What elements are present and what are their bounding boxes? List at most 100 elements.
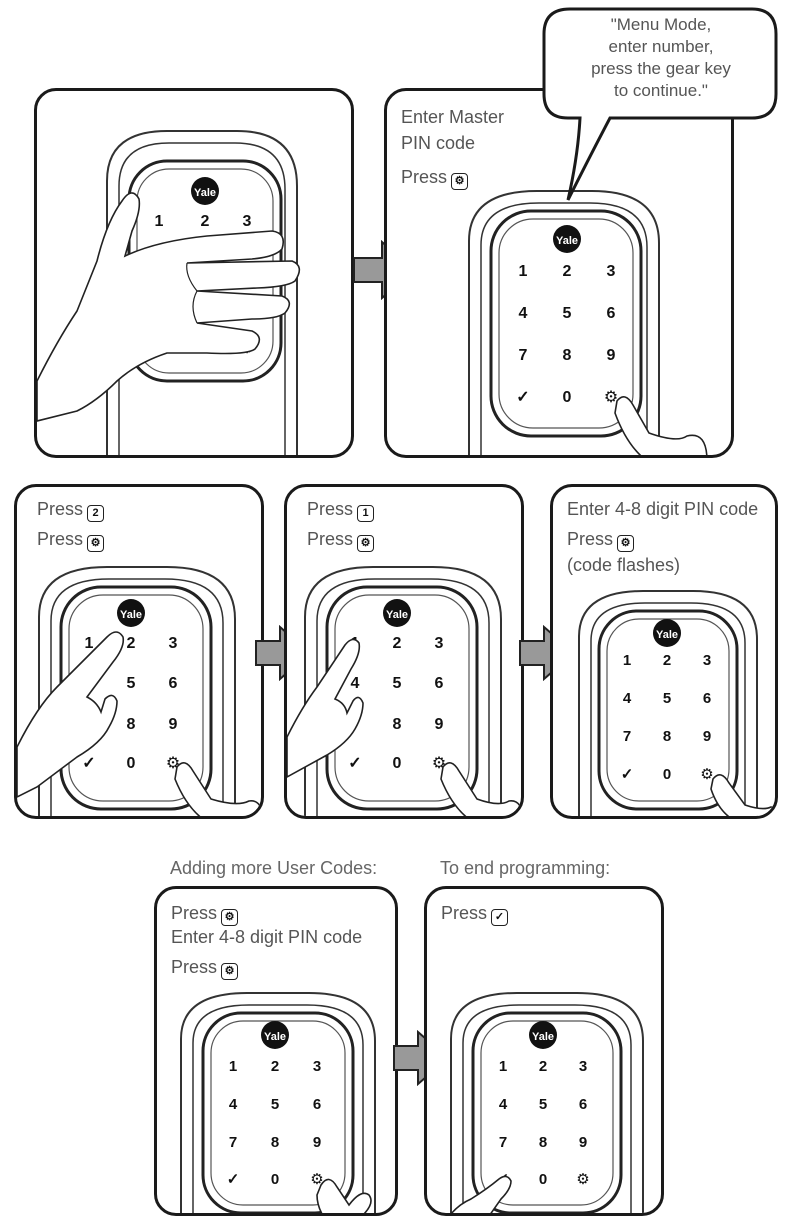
svg-text:9: 9	[579, 1134, 587, 1151]
svg-text:3: 3	[243, 213, 252, 230]
svg-text:✓: ✓	[82, 755, 95, 772]
step-2-line-1: Enter Master	[401, 107, 505, 127]
step-2-press-line: Press⚙	[401, 165, 469, 190]
svg-text:4: 4	[519, 305, 528, 322]
svg-text:6: 6	[607, 305, 616, 322]
svg-text:8: 8	[663, 728, 671, 745]
svg-text:7: 7	[519, 347, 528, 364]
svg-text:1: 1	[229, 1058, 237, 1075]
svg-text:9: 9	[169, 716, 178, 733]
svg-text:0: 0	[271, 1171, 279, 1188]
svg-text:1: 1	[155, 213, 164, 230]
svg-text:3: 3	[169, 635, 178, 652]
press-label: Press	[567, 529, 614, 549]
svg-text:1: 1	[499, 1058, 507, 1075]
svg-text:⚙: ⚙	[310, 1170, 323, 1188]
svg-text:5: 5	[271, 1096, 279, 1113]
svg-text:3: 3	[703, 652, 711, 669]
svg-text:Yale: Yale	[194, 187, 216, 199]
svg-text:2: 2	[127, 635, 136, 652]
svg-text:2: 2	[393, 635, 402, 652]
end-programming-panel: Yale 123 456 789 ✓0⚙ Press✓	[424, 886, 664, 1216]
press-label: Press	[37, 529, 84, 549]
svg-text:2: 2	[563, 263, 572, 280]
step-5-press-line: Press⚙	[567, 527, 635, 552]
svg-text:Yale: Yale	[556, 235, 578, 247]
step-1-panel: Yale 1 2 3 0 ⚙	[34, 88, 354, 458]
gear-key-icon: ⚙	[221, 909, 239, 926]
step-2-line-2: PIN code	[401, 133, 476, 153]
press-label: Press	[401, 167, 448, 187]
svg-text:2: 2	[539, 1058, 547, 1075]
bubble-line-1: "Menu Mode,	[610, 15, 712, 34]
svg-text:✓: ✓	[348, 755, 361, 772]
svg-text:1: 1	[85, 635, 94, 652]
svg-text:⚙: ⚙	[576, 1170, 589, 1188]
svg-text:4: 4	[351, 675, 360, 692]
svg-text:7: 7	[623, 728, 631, 745]
press-label: Press	[441, 903, 488, 923]
lock-with-hand-illustration: Yale 1 2 3 0 ⚙	[37, 130, 301, 455]
svg-text:5: 5	[539, 1096, 547, 1113]
svg-text:6: 6	[313, 1096, 321, 1113]
end-programming-heading: To end programming:	[440, 858, 611, 878]
svg-text:8: 8	[393, 716, 402, 733]
svg-text:Yale: Yale	[120, 609, 142, 621]
svg-text:2: 2	[663, 652, 671, 669]
svg-text:8: 8	[539, 1134, 547, 1151]
svg-text:✓: ✓	[516, 389, 529, 406]
svg-text:5: 5	[663, 690, 671, 707]
svg-text:0: 0	[539, 1171, 547, 1188]
svg-text:8: 8	[563, 347, 572, 364]
svg-text:6: 6	[703, 690, 711, 707]
press-label: Press	[307, 529, 354, 549]
more-press-line-2: Press⚙	[171, 955, 239, 980]
svg-text:5: 5	[563, 305, 572, 322]
svg-text:1: 1	[519, 263, 528, 280]
svg-text:4: 4	[499, 1096, 508, 1113]
svg-text:3: 3	[607, 263, 616, 280]
svg-text:⚙: ⚙	[604, 387, 618, 406]
lock-with-hand-illustration: Yale 123 456 789 ✓0⚙	[450, 992, 644, 1213]
svg-text:9: 9	[435, 716, 444, 733]
key-2-icon: 2	[87, 505, 105, 522]
svg-text:2: 2	[271, 1058, 279, 1075]
svg-text:Yale: Yale	[532, 1031, 554, 1043]
svg-text:5: 5	[127, 675, 136, 692]
svg-text:8: 8	[127, 716, 136, 733]
svg-text:0: 0	[393, 755, 402, 772]
svg-text:0: 0	[563, 389, 572, 406]
gear-key-icon: ⚙	[221, 963, 239, 980]
svg-text:Yale: Yale	[656, 629, 678, 641]
svg-text:2: 2	[201, 213, 210, 230]
svg-text:0: 0	[663, 766, 671, 783]
gear-key-icon: ⚙	[357, 535, 375, 552]
svg-text:1: 1	[623, 652, 631, 669]
more-press-line-1: Press⚙	[171, 901, 239, 926]
speech-bubble	[542, 7, 778, 201]
svg-text:7: 7	[499, 1134, 507, 1151]
bubble-line-4: to continue."	[614, 81, 708, 100]
gear-key-icon: ⚙	[451, 173, 469, 190]
check-key-icon: ✓	[491, 909, 509, 926]
svg-text:✓: ✓	[621, 766, 634, 783]
end-press-line: Press✓	[441, 901, 509, 926]
svg-text:8: 8	[271, 1134, 279, 1151]
svg-text:6: 6	[169, 675, 178, 692]
gear-key-icon: ⚙	[87, 535, 105, 552]
svg-text:Yale: Yale	[264, 1031, 286, 1043]
bubble-line-2: enter number,	[608, 37, 714, 56]
svg-text:6: 6	[435, 675, 444, 692]
press-label: Press	[171, 903, 218, 923]
svg-text:7: 7	[229, 1134, 237, 1151]
bubble-text: "Menu Mode, enter number, press the gear…	[556, 14, 766, 102]
step-3-press-line-2: Press⚙	[37, 527, 105, 552]
svg-text:4: 4	[623, 690, 632, 707]
